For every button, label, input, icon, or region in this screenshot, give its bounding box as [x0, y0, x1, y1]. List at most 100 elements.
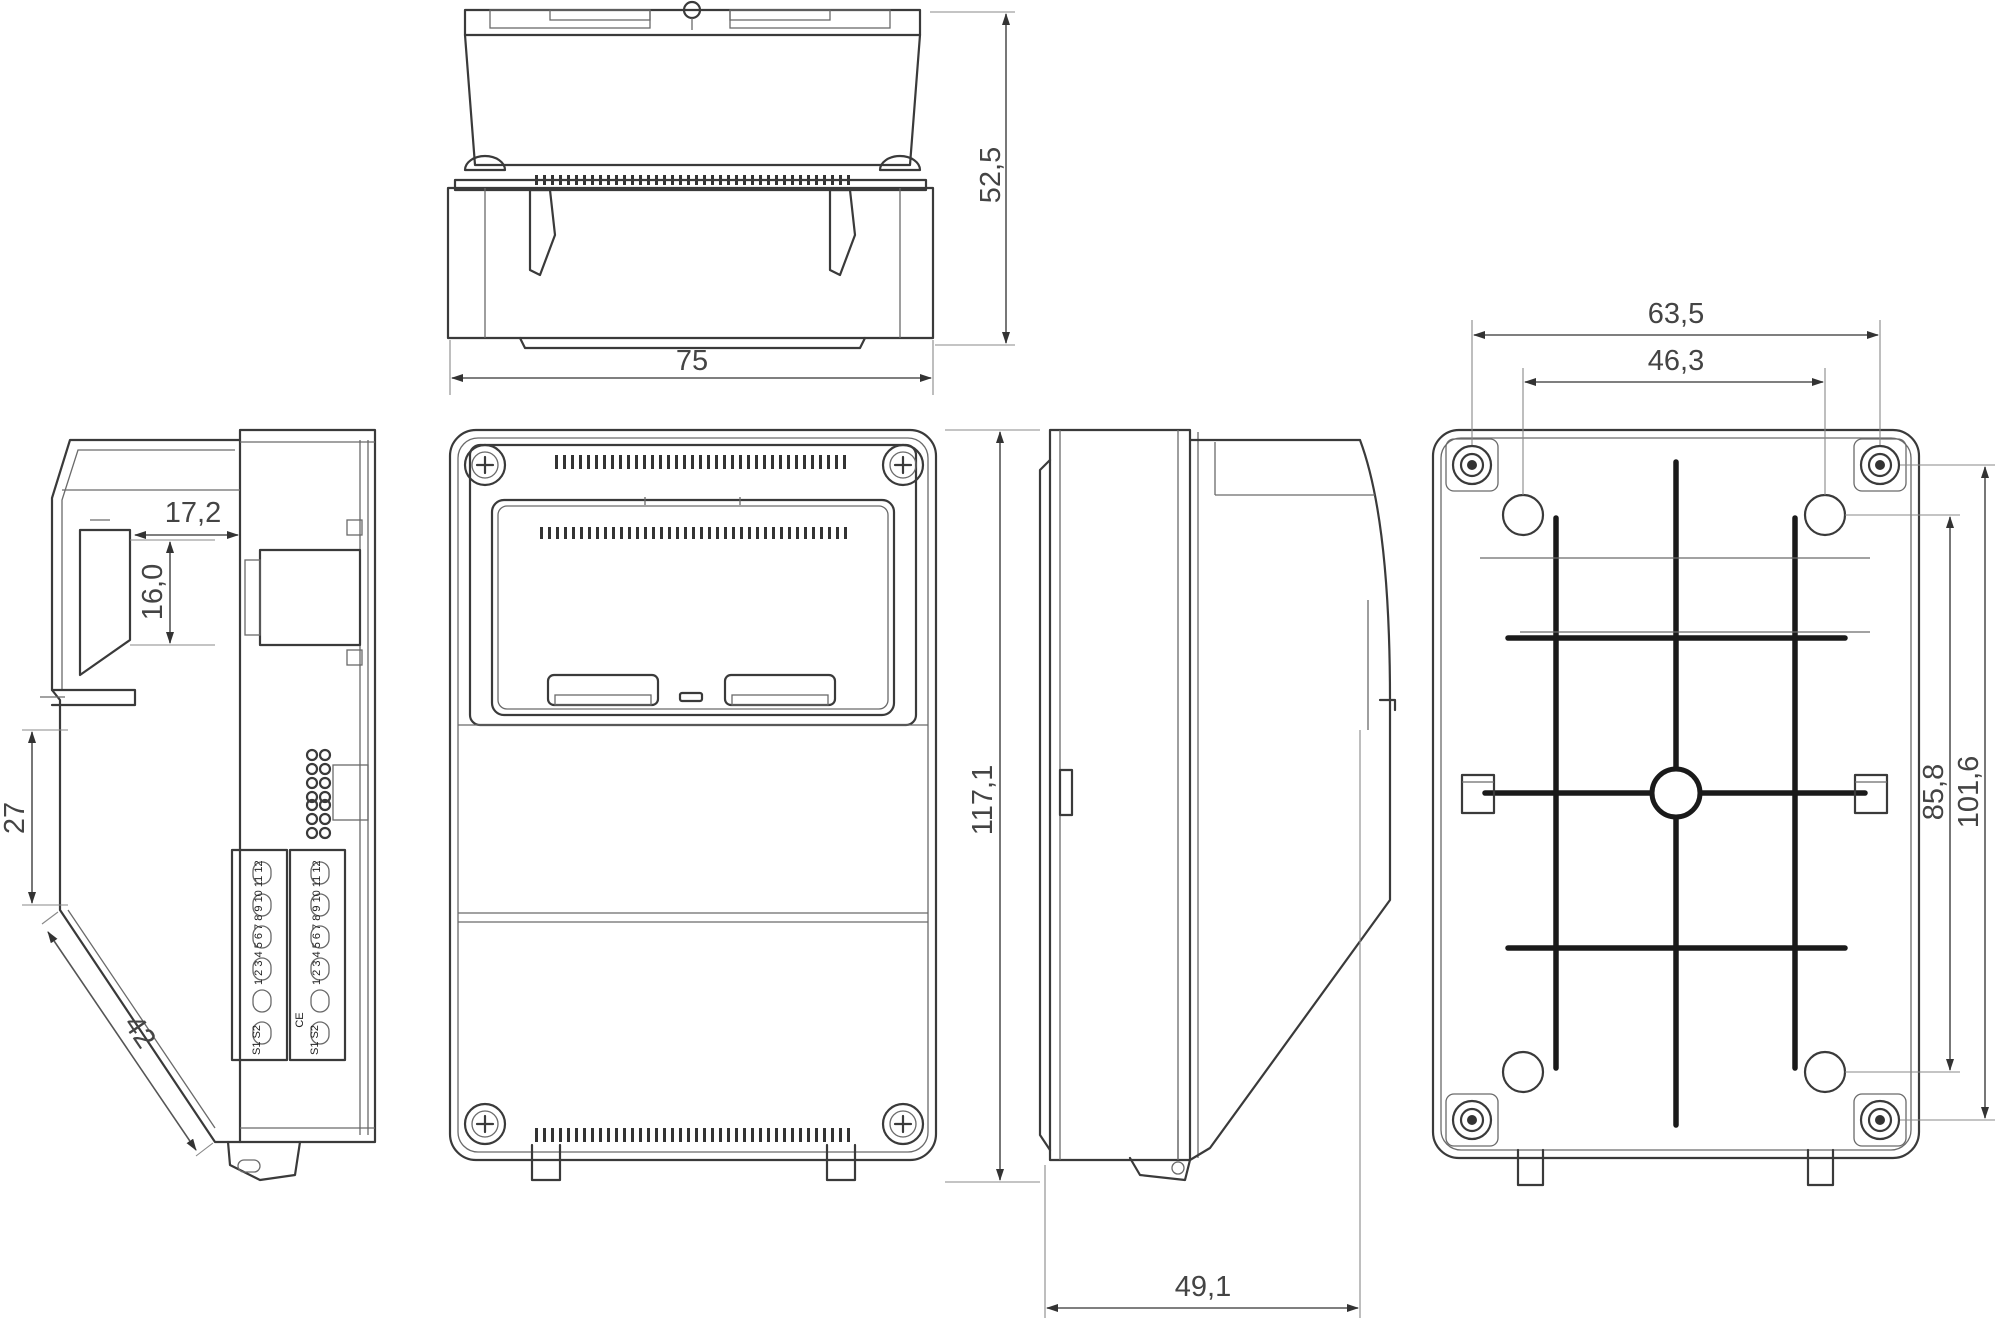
vent-slot: [719, 1128, 722, 1142]
vent-slot: [652, 527, 655, 539]
vent-slot: [699, 455, 702, 469]
terminal-slot: [310, 989, 330, 1013]
mount-hole-icon: [1867, 452, 1893, 478]
vent-slot: [748, 527, 751, 539]
vent-slot: [788, 527, 791, 539]
vent-slot: [619, 455, 622, 469]
mount-center: [1467, 1115, 1477, 1125]
mount-boss-icon: [1451, 444, 1493, 486]
terminal-slot: [252, 957, 272, 981]
vent-slot: [711, 1128, 714, 1142]
terminal-slot: [252, 925, 272, 949]
vent-slot: [555, 455, 558, 469]
vent-slot: [715, 455, 718, 469]
front-view: [448, 428, 938, 1182]
vent-slot: [775, 1128, 778, 1142]
vent-slot: [548, 527, 551, 539]
vent-slot: [643, 455, 646, 469]
dim-top-width-label: 75: [676, 345, 708, 377]
vent-slot: [540, 527, 543, 539]
dim-left-lower-height: 27: [0, 729, 68, 906]
vent-slot: [815, 1128, 818, 1142]
vent-slot: [739, 455, 742, 469]
screw-head-icon: [471, 1110, 499, 1138]
screw-head-icon: [889, 1110, 917, 1138]
vent-slot: [668, 527, 671, 539]
vent-slot: [575, 1128, 578, 1142]
mount-hole-icon: [1459, 452, 1485, 478]
vent-slot: [564, 527, 567, 539]
vent-slot: [567, 1128, 570, 1142]
terminal-ce-mark: CE: [294, 1012, 306, 1027]
vent-slot: [731, 455, 734, 469]
screw-icon: [463, 1102, 507, 1146]
mount-hole-icon: [1459, 1107, 1485, 1133]
dim-top-height: 52,5: [930, 11, 1015, 346]
vent-slot: [783, 1128, 786, 1142]
vent-slot: [771, 455, 774, 469]
dim-left-slope-label: 42: [117, 1010, 162, 1055]
vent-slot: [663, 1128, 666, 1142]
terminal-dot: [318, 776, 332, 790]
vent-slot: [727, 1128, 730, 1142]
vent-slot: [755, 455, 758, 469]
back-view: [1431, 428, 1921, 1187]
terminal-dot: [305, 798, 319, 812]
terminal-s-label-2: S1 S2: [309, 1025, 321, 1055]
vent-slot: [692, 527, 695, 539]
mount-hole-icon: [1867, 1107, 1893, 1133]
terminal-dot: [318, 748, 332, 762]
vent-slot: [603, 455, 606, 469]
vent-slot: [615, 1128, 618, 1142]
vent-slot: [764, 527, 767, 539]
terminal-slot: [252, 861, 272, 885]
vent-slot: [700, 527, 703, 539]
terminal-slot: [310, 957, 330, 981]
vent-slot: [807, 1128, 810, 1142]
dim-side-depth: 49,1: [1044, 730, 1361, 1318]
vent-slot: [803, 455, 806, 469]
dim-left-lower-height-label: 27: [0, 802, 31, 834]
terminal-dot: [305, 826, 319, 840]
dim-top-width: 75: [449, 340, 934, 395]
side-view: [1038, 428, 1397, 1182]
terminal-dot: [305, 776, 319, 790]
vent-slot: [612, 527, 615, 539]
vent-slot: [839, 1128, 842, 1142]
terminal-dot: [318, 762, 332, 776]
dim-left-slope: 42: [41, 911, 214, 1157]
dim-back-outer-height-label: 101,6: [1953, 756, 1985, 829]
vent-slot: [683, 455, 686, 469]
vent-slot: [844, 527, 847, 539]
vent-slot: [787, 455, 790, 469]
screw-head-icon: [889, 451, 917, 479]
dim-left-window-offset-label: 17,2: [165, 497, 221, 529]
dim-left-window-height-label: 16,0: [137, 564, 169, 620]
terminal-slot: [252, 1021, 272, 1045]
vent-slot: [823, 1128, 826, 1142]
vent-slot: [636, 527, 639, 539]
vent-slot: [763, 455, 766, 469]
vent-slot: [740, 527, 743, 539]
vent-slot: [651, 455, 654, 469]
vent-slot: [543, 1128, 546, 1142]
vent-slot: [723, 455, 726, 469]
vent-slot: [812, 527, 815, 539]
vent-slot: [708, 527, 711, 539]
dim-top-height-label: 52,5: [975, 147, 1007, 203]
vent-slot: [587, 455, 590, 469]
vent-slot: [599, 1128, 602, 1142]
vent-slot: [843, 455, 846, 469]
dim-back-inner-width-label: 46,3: [1648, 345, 1704, 377]
vent-slot: [579, 455, 582, 469]
vent-slot: [780, 527, 783, 539]
vent-slot: [563, 455, 566, 469]
vent-slot: [795, 455, 798, 469]
vent-slot: [655, 1128, 658, 1142]
vent-slot: [580, 527, 583, 539]
vent-slot: [831, 1128, 834, 1142]
vent-slot: [571, 455, 574, 469]
vent-slot: [660, 527, 663, 539]
